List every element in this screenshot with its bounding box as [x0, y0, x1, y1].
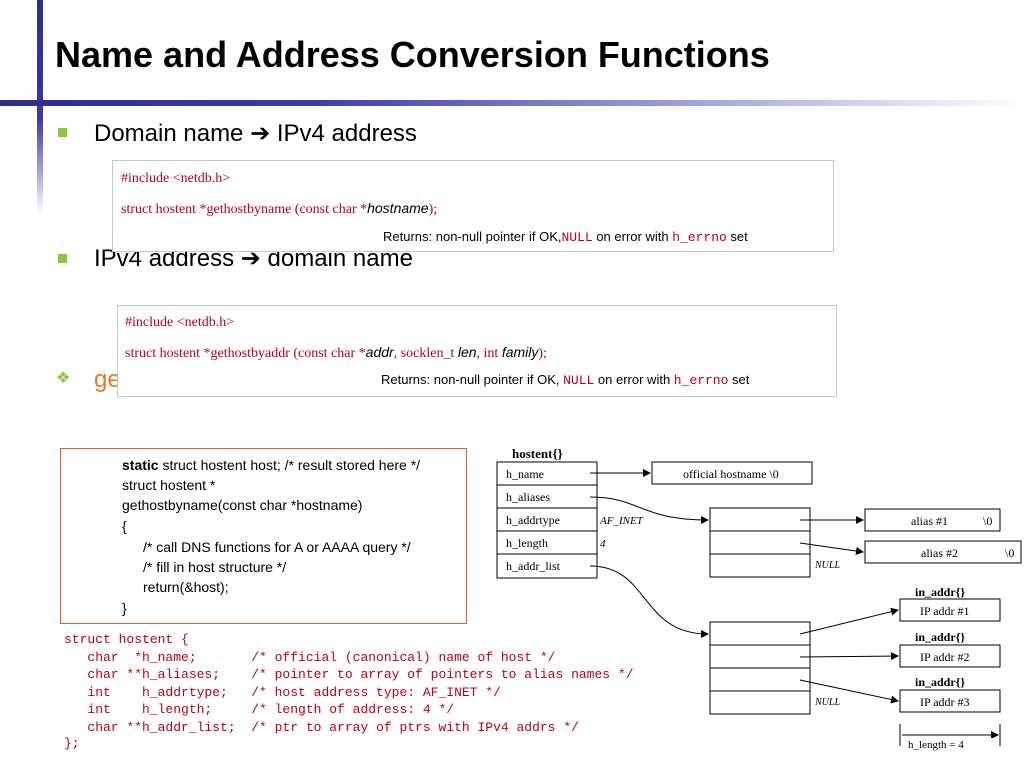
returns-line: Returns: non-null pointer if OK,NULL on …: [383, 229, 748, 245]
code-line: struct hostent *: [122, 477, 216, 493]
gethostbyname-prototype-box: #include <netdb.h> struct hostent *getho…: [112, 160, 834, 252]
struct-line: };: [64, 736, 80, 751]
length-value: 4: [600, 538, 606, 550]
null-token: NULL: [563, 373, 595, 388]
alias1-label: alias #1: [911, 514, 948, 528]
addr-null-label: NULL: [814, 697, 840, 708]
struct-line: char *h_name; /* official (canonical) na…: [64, 650, 556, 665]
ip-addr-2-pointer-arrow: [799, 652, 899, 661]
h-errno-token: h_errno: [673, 373, 729, 388]
title-vertical-bar: [37, 0, 43, 215]
code-line: gethostbyname(const char *hostname): [122, 497, 363, 513]
slide-title: Name and Address Conversion Functions: [55, 34, 770, 75]
separator: , int: [476, 346, 502, 361]
struct-line: struct hostent {: [64, 632, 189, 647]
code-line: }: [122, 600, 127, 616]
alias1-terminator: \0: [983, 514, 992, 528]
returns-prefix: Returns: non-null pointer if OK,: [381, 372, 564, 387]
struct-line: int h_length; /* length of address: 4 */: [64, 702, 455, 717]
prototype-line: struct hostent *gethostbyaddr (const cha…: [125, 344, 547, 362]
null-token: NULL: [561, 230, 593, 245]
h-length-note: h_length = 4: [908, 739, 964, 751]
returns-mid: on error with: [594, 372, 674, 387]
bullet-item: ge: [94, 366, 121, 393]
param-hostname: hostname: [367, 200, 429, 216]
h-errno-token: h_errno: [672, 230, 727, 245]
h-addr-list-pointer-arrow: [589, 565, 709, 638]
prototype-suffix: );: [428, 202, 438, 217]
code-line: static struct hostent host; /* result st…: [122, 457, 420, 473]
include-line: #include <netdb.h>: [125, 315, 235, 330]
bullet-square-icon: [58, 254, 67, 263]
separator: , socklen_t: [393, 346, 458, 361]
include-line: #include <netdb.h>: [121, 171, 231, 186]
hostent-title: hostent{}: [512, 446, 563, 461]
code-line: {: [122, 518, 127, 534]
static-keyword: static: [122, 457, 159, 473]
prototype-prefix: struct hostent *gethostbyaddr (const cha…: [125, 346, 366, 361]
in-addr-title-2: in_addr{}: [915, 630, 965, 644]
hostent-struct-box: [496, 461, 598, 579]
prototype-line: struct hostent *gethostbyname (const cha…: [121, 200, 437, 218]
addr-pointer-array: [709, 621, 811, 715]
code-text: struct hostent host; /* result stored he…: [158, 457, 421, 473]
field-h-addrtype: h_addrtype: [506, 513, 560, 527]
returns-prefix: Returns: non-null pointer if OK,: [383, 229, 562, 244]
h-aliases-pointer-arrow: [589, 496, 709, 524]
prototype-suffix: );: [538, 346, 547, 361]
returns-line: Returns: non-null pointer if OK, NULL on…: [381, 372, 749, 388]
struct-line: char **h_aliases; /* pointer to array of…: [64, 667, 634, 682]
gethostbyaddr-prototype-box: #include <netdb.h> struct hostent *getho…: [117, 305, 837, 397]
ip-addr-2-label: IP addr #2: [920, 650, 970, 664]
bullet-square-icon: [58, 128, 67, 137]
code-line: return(&host);: [143, 579, 229, 595]
h-length-dimension: [899, 724, 1001, 746]
code-line: /* call DNS functions for A or AAAA quer…: [143, 539, 411, 555]
returns-mid: on error with: [592, 229, 673, 244]
returns-suffix: set: [728, 372, 750, 387]
hostent-structure-diagram: hostent{} h_name h_aliases h_addrtype h_…: [496, 446, 1022, 752]
field-h-addr-list: h_addr_list: [506, 559, 561, 573]
field-h-name: h_name: [506, 467, 544, 481]
struct-line: char **h_addr_list; /* ptr to array of p…: [64, 720, 579, 735]
alias1-box: [864, 508, 1001, 532]
ip-addr-1-label: IP addr #1: [920, 604, 970, 618]
in-addr-title-3: in_addr{}: [915, 675, 965, 689]
ip-addr-3-label: IP addr #3: [920, 695, 970, 709]
code-line: /* fill in host structure */: [143, 559, 287, 575]
param-family: family: [501, 344, 539, 360]
official-hostname-box: [651, 461, 813, 485]
title-horizontal-bar: [0, 100, 1024, 106]
ip-addr-3-pointer-arrow: [799, 679, 899, 704]
param-len: len: [457, 344, 477, 360]
param-addr: addr: [365, 344, 394, 360]
official-hostname-label: official hostname \0: [683, 467, 779, 481]
alias-null-label: NULL: [814, 560, 840, 571]
alias2-box: [864, 540, 1022, 564]
prototype-prefix: struct hostent *gethostbyname (const cha…: [121, 202, 368, 217]
ip-addr-1-box: [899, 598, 1001, 622]
returns-suffix: set: [726, 229, 748, 244]
ip-addr-3-box: [899, 689, 1001, 713]
addrtype-value: AF_INET: [599, 515, 644, 527]
in-addr-title-1: in_addr{}: [915, 585, 965, 599]
alias-pointer-array: [709, 507, 811, 578]
gethostbyname-impl-box: static struct hostent host; /* result st…: [60, 448, 467, 624]
bullet-item: Domain name ➔ IPv4 address: [94, 120, 417, 147]
alias2-pointer-arrow: [799, 542, 864, 555]
ip-addr-2-box: [899, 644, 1001, 668]
ip-addr-1-pointer-arrow: [799, 607, 899, 635]
field-h-length: h_length: [506, 536, 548, 550]
alias2-terminator: \0: [1005, 546, 1014, 560]
diamond-bullet-icon: ❖: [56, 370, 71, 387]
field-h-aliases: h_aliases: [506, 490, 550, 504]
alias2-label: alias #2: [921, 546, 958, 560]
struct-line: int h_addrtype; /* host address type: AF…: [64, 685, 501, 700]
